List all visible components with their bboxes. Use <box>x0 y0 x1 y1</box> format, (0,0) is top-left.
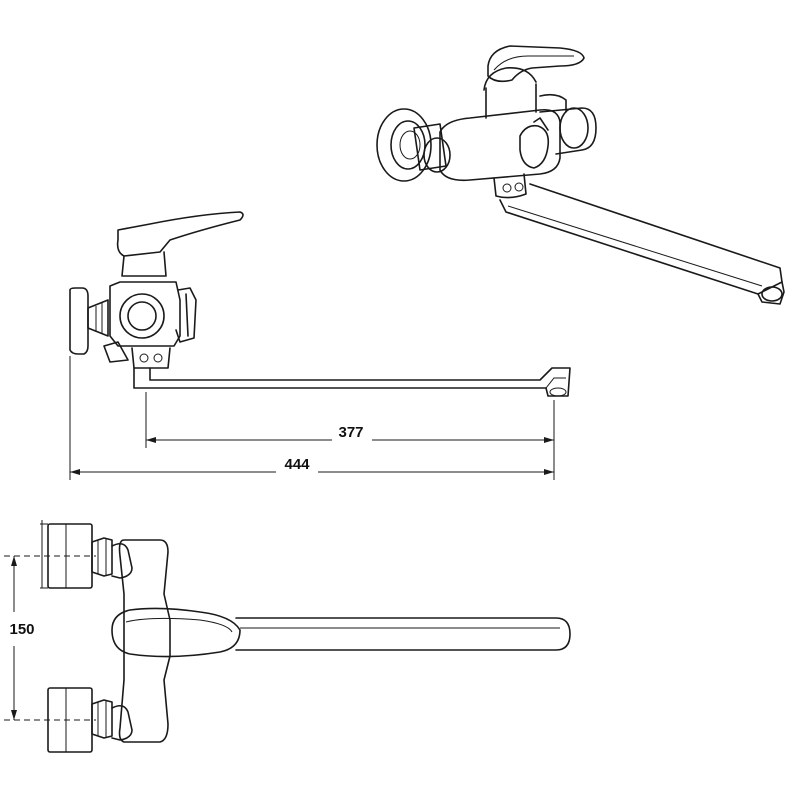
dimension-377: 377 <box>145 392 555 448</box>
dimension-150: 150 <box>9 556 35 720</box>
dimension-444: 444 <box>69 356 555 480</box>
dimension-label-377: 377 <box>338 424 363 441</box>
perspective-view <box>376 45 785 305</box>
top-view <box>4 520 571 753</box>
side-view <box>69 211 571 397</box>
dimension-label-444: 444 <box>284 456 310 473</box>
dimension-label-150: 150 <box>9 621 34 638</box>
